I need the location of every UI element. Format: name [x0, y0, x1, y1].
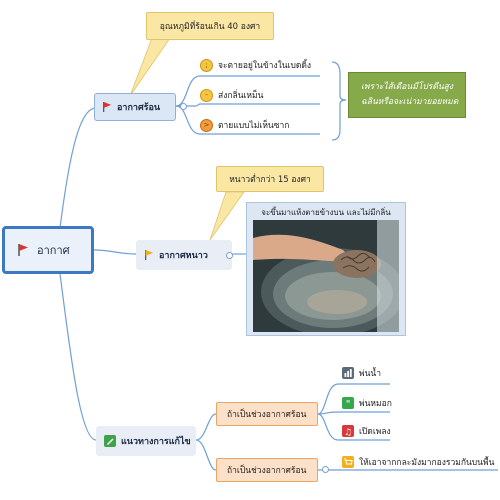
cold-callout-text: หนาวต่ำกว่า 15 องศา — [229, 175, 311, 185]
hot-leaf-3[interactable]: > ตายแบบไม่เห็นซาก — [200, 118, 289, 132]
collapse-toggle[interactable] — [180, 103, 187, 110]
hot-note-line2: ฉลินหรือจะเน่ามายอยหมด — [361, 97, 459, 107]
cart-icon — [342, 456, 354, 468]
yellow-flag-icon — [145, 250, 154, 260]
crying-face-icon: ; — [200, 58, 213, 72]
worm-bin-photo — [253, 220, 399, 332]
solution-item-music[interactable]: ♫ เปิดเพลง — [342, 424, 391, 438]
collapse-toggle[interactable] — [226, 252, 233, 259]
solution-branch-1[interactable]: ถ้าเป็นช่วงอากาศร้อน — [216, 402, 318, 426]
solution-item-spray-water[interactable]: พ่นน้ำ — [342, 366, 381, 380]
solution-item-3-text: เปิดเพลง — [359, 427, 391, 437]
cold-callout: หนาวต่ำกว่า 15 องศา — [216, 166, 324, 192]
cold-image-caption: จะขึ้นมาแห้งตายข้างบน และไม่มีกลิ่น — [261, 208, 391, 217]
solution-item-4-text: ให้เอาจากกละมังมากองรวมกันบนพื้น — [359, 458, 495, 468]
svg-text:♫: ♫ — [344, 428, 352, 437]
collapse-toggle[interactable] — [322, 466, 329, 473]
root-label: อากาศ — [37, 244, 70, 257]
bar-chart-icon — [342, 367, 354, 379]
hot-leaf-1-text: จะตายอยู่ในข้างในเบดดิ้ง — [218, 61, 312, 71]
quote-icon: " — [342, 397, 354, 409]
hot-leaf-3-text: ตายแบบไม่เห็นซาก — [218, 121, 290, 131]
solution-item-1-text: พ่นน้ำ — [359, 369, 381, 379]
solution-branch-1-label: ถ้าเป็นช่วงอากาศร้อน — [227, 410, 307, 420]
svg-text:": " — [346, 399, 351, 409]
root-node[interactable]: อากาศ — [2, 226, 94, 274]
hot-leaf-2[interactable]: - ส่งกลิ่นเหม็น — [200, 88, 263, 102]
angry-face-icon: > — [200, 118, 213, 132]
hot-note-line1: เพราะไส้เดือนมีโปรตีนสูง — [361, 82, 454, 92]
cold-image-card[interactable]: จะขึ้นมาแห้งตายข้างบน และไม่มีกลิ่น — [246, 202, 406, 336]
music-icon: ♫ — [342, 425, 354, 437]
hot-callout-text: อุณหภูมิที่ร้อนเกิน 40 องศา — [159, 22, 261, 32]
solution-branch-2[interactable]: ถ้าเป็นช่วงอากาศร้อน — [216, 458, 318, 482]
red-flag-icon — [103, 102, 112, 112]
hot-callout: อุณหภูมิที่ร้อนเกิน 40 องศา — [146, 12, 274, 40]
solution-item-gather[interactable]: ให้เอาจากกละมังมากองรวมกันบนพื้น — [342, 455, 500, 469]
solution-branch-2-label: ถ้าเป็นช่วงอากาศร้อน — [227, 466, 307, 476]
pencil-icon — [104, 435, 116, 447]
hot-weather-label: อากาศร้อน — [117, 103, 161, 113]
hot-note-box[interactable]: เพราะไส้เดือนมีโปรตีนสูง ฉลินหรือจะเน่าม… — [348, 72, 466, 118]
sad-face-icon: - — [200, 88, 213, 102]
hot-weather-node[interactable]: อากาศร้อน — [94, 93, 176, 121]
solution-item-2-text: พ่นหมอก — [359, 399, 392, 409]
solution-label: แนวทางการแก้ไข — [121, 437, 191, 447]
cold-weather-label: อากาศหนาว — [159, 251, 208, 261]
hot-leaf-1[interactable]: ; จะตายอยู่ในข้างในเบดดิ้ง — [200, 58, 311, 72]
hot-leaf-2-text: ส่งกลิ่นเหม็น — [218, 91, 264, 101]
solution-item-mist[interactable]: " พ่นหมอก — [342, 396, 392, 410]
solution-node[interactable]: แนวทางการแก้ไข — [96, 426, 196, 456]
cold-weather-node[interactable]: อากาศหนาว — [136, 240, 232, 270]
red-flag-icon — [18, 244, 28, 256]
